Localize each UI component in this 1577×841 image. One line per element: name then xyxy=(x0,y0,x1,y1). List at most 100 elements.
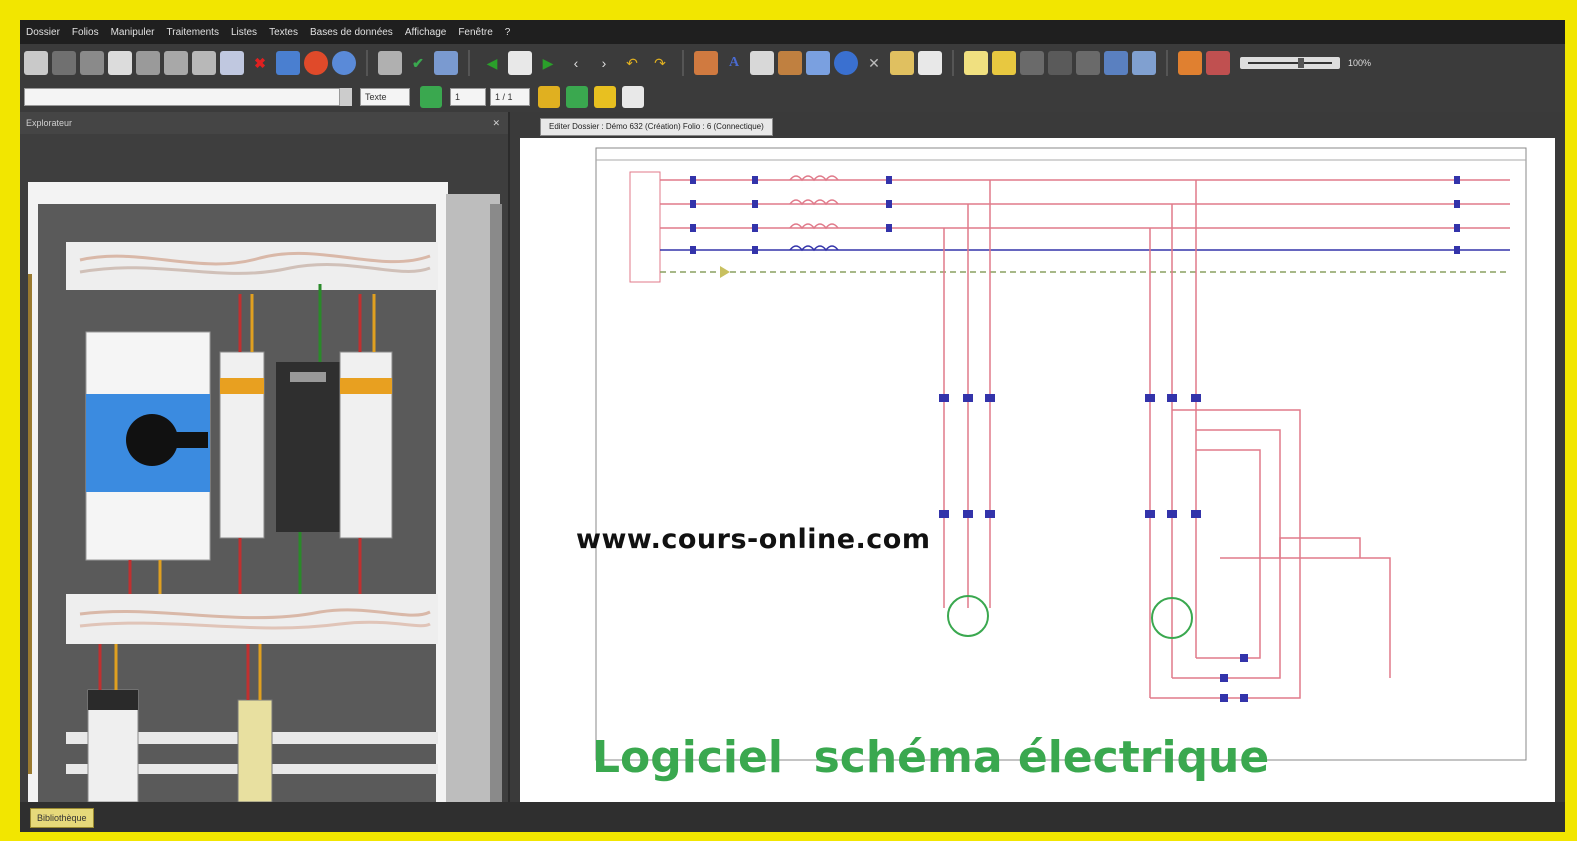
text-icon[interactable]: A xyxy=(728,55,740,70)
terminal-mark xyxy=(963,394,973,402)
panel-close-icon[interactable]: ✕ xyxy=(492,118,500,128)
star-delta-wire xyxy=(1220,557,1391,678)
panel-header: Explorateur ✕ xyxy=(20,112,508,134)
symbol-icon[interactable] xyxy=(538,86,560,108)
zoom-slider-knob[interactable] xyxy=(1298,58,1304,68)
terminal-mark xyxy=(752,176,758,184)
paste-icon[interactable] xyxy=(164,51,188,75)
table-icon[interactable] xyxy=(750,51,774,75)
power-supply[interactable] xyxy=(276,362,340,532)
zoom-slider[interactable] xyxy=(1240,57,1340,69)
page-icon[interactable] xyxy=(508,51,532,75)
terminal-mark xyxy=(1220,694,1228,702)
terminal-mark xyxy=(1240,694,1248,702)
toolbar-separator xyxy=(952,50,954,76)
wire-bundle xyxy=(79,263,431,275)
menu-bases-de-donnees[interactable]: Bases de données xyxy=(309,26,393,38)
export-icon[interactable] xyxy=(918,51,942,75)
cabinet-3d-view[interactable] xyxy=(20,134,508,802)
arrow-back-icon[interactable]: ↶ xyxy=(626,54,638,71)
document-tab[interactable]: Editer Dossier : Démo 632 (Création) Fol… xyxy=(540,118,773,136)
note-icon[interactable] xyxy=(964,51,988,75)
command-input[interactable] xyxy=(24,88,340,106)
fuse-symbol xyxy=(789,175,839,182)
terminal-block[interactable] xyxy=(237,699,273,802)
arrow-left-icon[interactable]: ◀ xyxy=(486,54,498,71)
folder-icon[interactable] xyxy=(24,51,48,75)
check-icon[interactable]: ✔ xyxy=(412,54,424,71)
schematic-sheet[interactable]: www.cours-online.com Logiciel schéma éle… xyxy=(520,138,1555,802)
menu-manipuler[interactable]: Manipuler xyxy=(110,26,155,38)
terminal-mark xyxy=(1191,394,1201,402)
layers-icon[interactable] xyxy=(1104,51,1128,75)
save-all-icon[interactable] xyxy=(80,51,104,75)
menu-folios[interactable]: Folios xyxy=(71,26,99,38)
sheet-border xyxy=(595,147,1527,761)
save-icon[interactable] xyxy=(52,51,76,75)
contactor-label xyxy=(340,378,392,394)
delete-icon[interactable]: ✖ xyxy=(254,54,266,71)
terminal-mark xyxy=(886,200,892,208)
eraser-icon[interactable] xyxy=(1206,51,1230,75)
menu-textes[interactable]: Textes xyxy=(269,26,298,38)
copy-icon[interactable] xyxy=(136,51,160,75)
pen-icon[interactable] xyxy=(1178,51,1202,75)
terminal-mark xyxy=(690,224,696,232)
menu-help[interactable]: ? xyxy=(504,26,511,38)
toolbar-separator xyxy=(366,50,368,76)
zoom-field[interactable]: 1 xyxy=(450,88,486,106)
note2-icon[interactable] xyxy=(992,51,1016,75)
close-icon[interactable]: ✕ xyxy=(868,54,880,71)
menu-traitements[interactable]: Traitements xyxy=(166,26,219,38)
layers2-icon[interactable] xyxy=(1132,51,1156,75)
stop-icon[interactable] xyxy=(304,51,328,75)
chevron-left-icon[interactable]: ‹ xyxy=(573,55,579,71)
globe-icon[interactable] xyxy=(834,51,858,75)
window-icon[interactable] xyxy=(806,51,830,75)
wire-bundle xyxy=(79,620,431,630)
status-text[interactable]: Bibliothèque xyxy=(30,808,94,828)
arrow-forward-icon[interactable]: ↷ xyxy=(654,54,666,71)
wire-icon[interactable] xyxy=(566,86,588,108)
chevron-down-icon[interactable] xyxy=(340,88,352,106)
edit-icon[interactable] xyxy=(108,51,132,75)
scale-field[interactable]: 1 / 1 xyxy=(490,88,530,106)
wire-bundle xyxy=(79,608,431,620)
ruler-icon[interactable] xyxy=(378,51,402,75)
terminal-mark xyxy=(752,224,758,232)
cabinet-panel: Explorateur ✕ xyxy=(20,112,508,802)
earth-symbol xyxy=(720,266,730,278)
highlight-icon[interactable] xyxy=(594,86,616,108)
menu-affichage[interactable]: Affichage xyxy=(404,26,447,38)
terminal-mark xyxy=(886,176,892,184)
menu-dossier[interactable]: Dossier xyxy=(26,26,60,38)
ruler2-icon[interactable] xyxy=(890,51,914,75)
breaker-label xyxy=(220,378,264,394)
terminal-mark xyxy=(1145,394,1155,402)
print-icon[interactable] xyxy=(220,51,244,75)
chevron-right-icon[interactable]: › xyxy=(601,55,607,71)
document-area: Editer Dossier : Démo 632 (Création) Fol… xyxy=(510,112,1565,802)
grid-icon[interactable] xyxy=(1020,51,1044,75)
cut-icon[interactable] xyxy=(192,51,216,75)
refresh-icon[interactable] xyxy=(332,51,356,75)
grid3-icon[interactable] xyxy=(1076,51,1100,75)
menu-fenetre[interactable]: Fenêtre xyxy=(458,26,493,38)
properties-icon[interactable] xyxy=(622,86,644,108)
terminal-mark xyxy=(1167,510,1177,518)
text-style-select[interactable]: Texte xyxy=(360,88,410,106)
undo-icon[interactable] xyxy=(276,51,300,75)
toolbar-separator xyxy=(682,50,684,76)
arrow-right-icon[interactable]: ▶ xyxy=(542,54,554,71)
layer-icon[interactable] xyxy=(420,86,442,108)
chart-icon[interactable] xyxy=(434,51,458,75)
star-delta-wire xyxy=(1172,429,1281,679)
grid2-icon[interactable] xyxy=(1048,51,1072,75)
status-bar: Bibliothèque xyxy=(20,802,1565,832)
terminal-mark xyxy=(1167,394,1177,402)
settings-icon[interactable] xyxy=(694,51,718,75)
cabinet-edge xyxy=(28,274,32,774)
menu-listes[interactable]: Listes xyxy=(230,26,258,38)
cabinet-icon[interactable] xyxy=(778,51,802,75)
terminal-mark xyxy=(1454,176,1460,184)
